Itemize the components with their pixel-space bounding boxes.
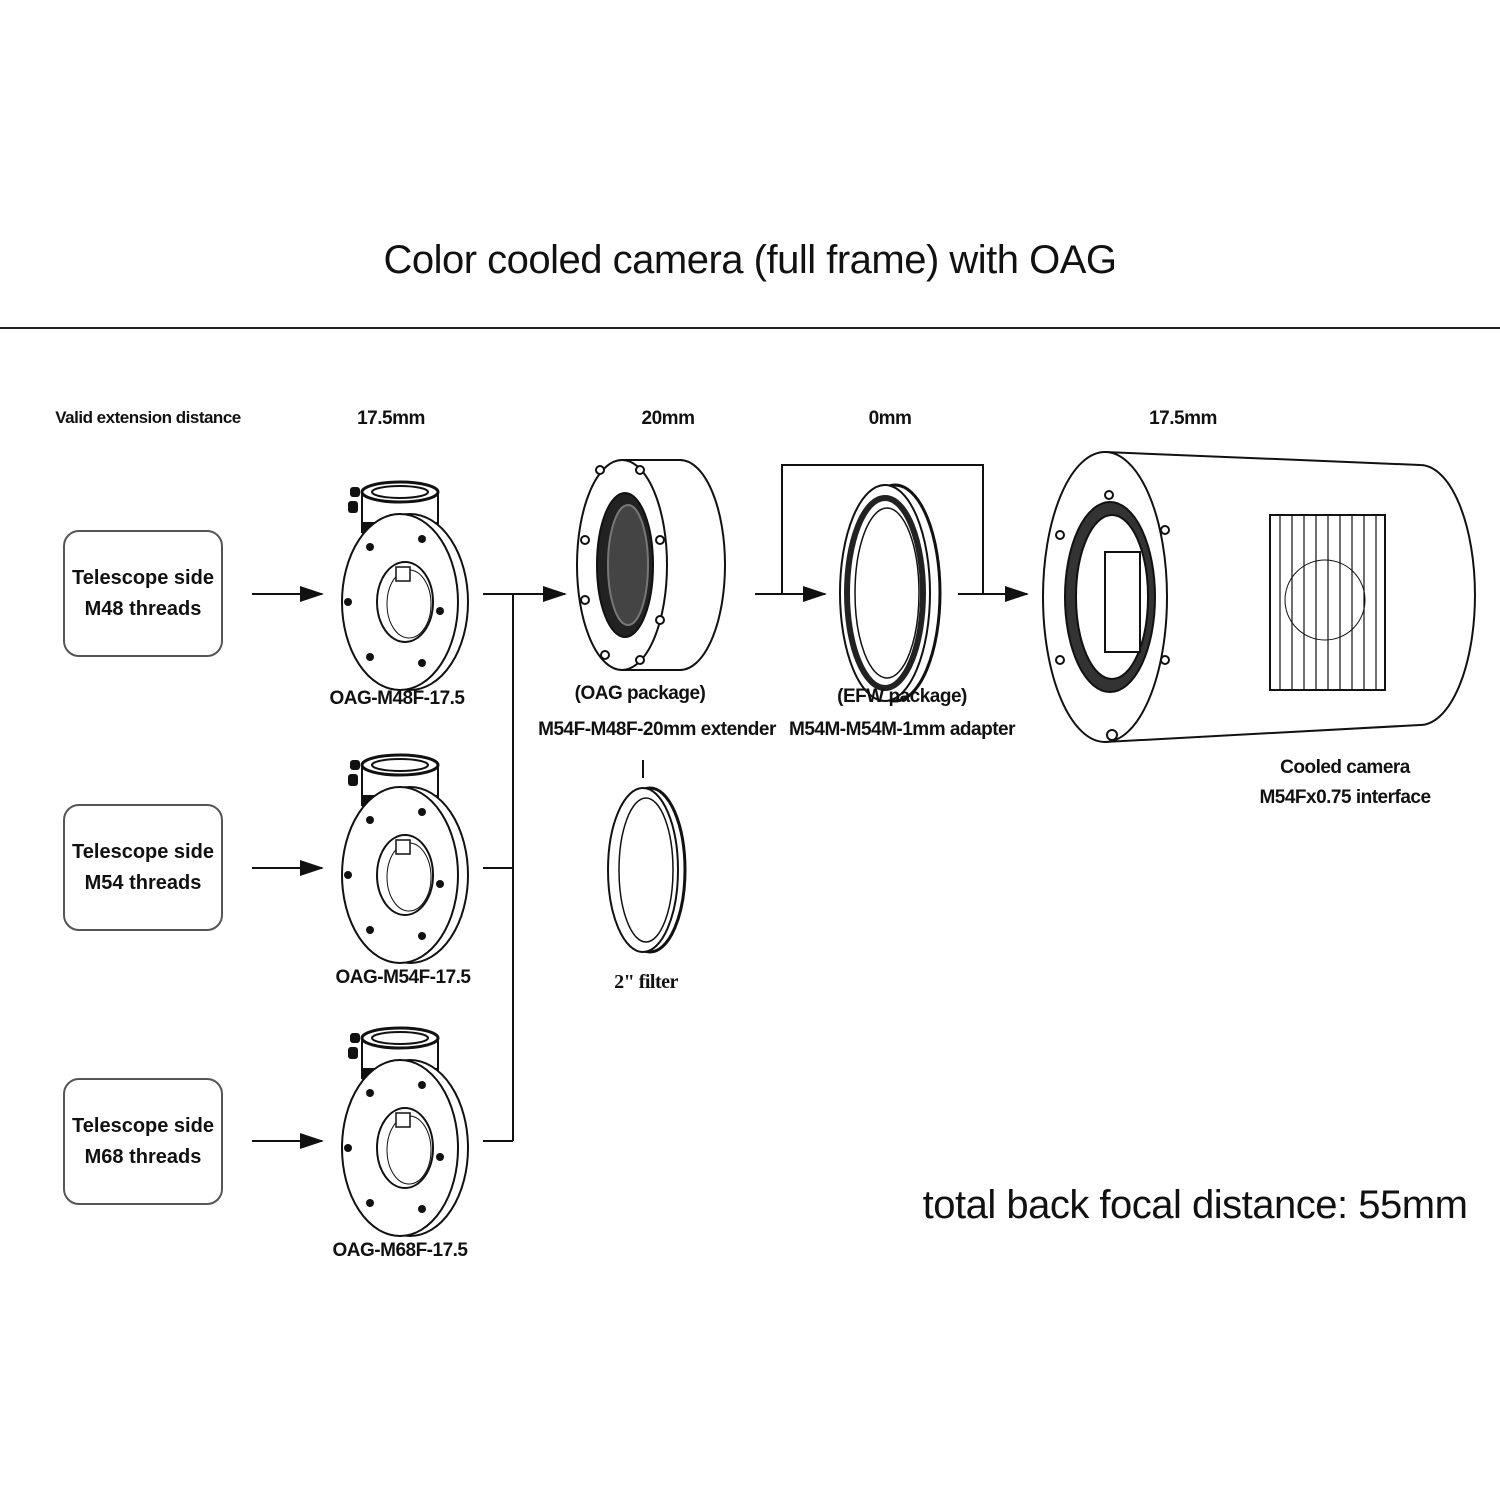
camera-label: Cooled camera	[1280, 757, 1410, 778]
telescope-side-m48: Telescope side M48 threads	[63, 530, 223, 657]
thread-label: M54 threads	[84, 871, 202, 894]
distance-camera: 17.5mm	[1149, 408, 1217, 429]
adapter-label: M54M-M54M-1mm adapter	[789, 719, 1016, 740]
diagram-title: Color cooled camera (full frame) with OA…	[383, 238, 1117, 282]
valid-extension-label: Valid extension distance	[55, 408, 241, 427]
telescope-side-label: Telescope side	[72, 566, 214, 589]
camera-drawing	[1042, 450, 1476, 744]
oag-m68-drawing	[340, 1026, 470, 1238]
distance-oag: 17.5mm	[357, 408, 425, 429]
extender-label: M54F-M48F-20mm extender	[538, 719, 776, 740]
telescope-side-m68: Telescope side M68 threads	[63, 1078, 223, 1205]
thread-label: M48 threads	[84, 597, 202, 620]
total-back-focal-distance: total back focal distance: 55mm	[922, 1183, 1468, 1227]
thread-label: M68 threads	[84, 1145, 202, 1168]
adapter-connector	[755, 464, 1029, 602]
distance-adapter: 0mm	[868, 408, 912, 429]
filter-label: 2" filter	[614, 971, 678, 993]
oag-m68-label: OAG-M68F-17.5	[332, 1240, 468, 1261]
oag-m48-label: OAG-M48F-17.5	[329, 688, 465, 709]
extender-drawing	[576, 459, 726, 671]
adapter-drawing	[839, 483, 942, 703]
extender-package-label: (OAG package)	[574, 683, 706, 704]
telescope-side-m54: Telescope side M54 threads	[63, 804, 223, 931]
filter-drawing	[607, 786, 687, 954]
oag-m48-drawing	[340, 480, 470, 692]
oag-m54-drawing	[340, 753, 470, 965]
oag-m54-label: OAG-M54F-17.5	[335, 967, 471, 988]
oag-connector	[483, 586, 567, 1142]
telescope-side-label: Telescope side	[72, 1114, 214, 1137]
distance-extender: 20mm	[641, 408, 695, 429]
adapter-package-label: (EFW package)	[837, 686, 967, 707]
camera-interface-label: M54Fx0.75 interface	[1259, 787, 1431, 808]
telescope-side-label: Telescope side	[72, 840, 214, 863]
